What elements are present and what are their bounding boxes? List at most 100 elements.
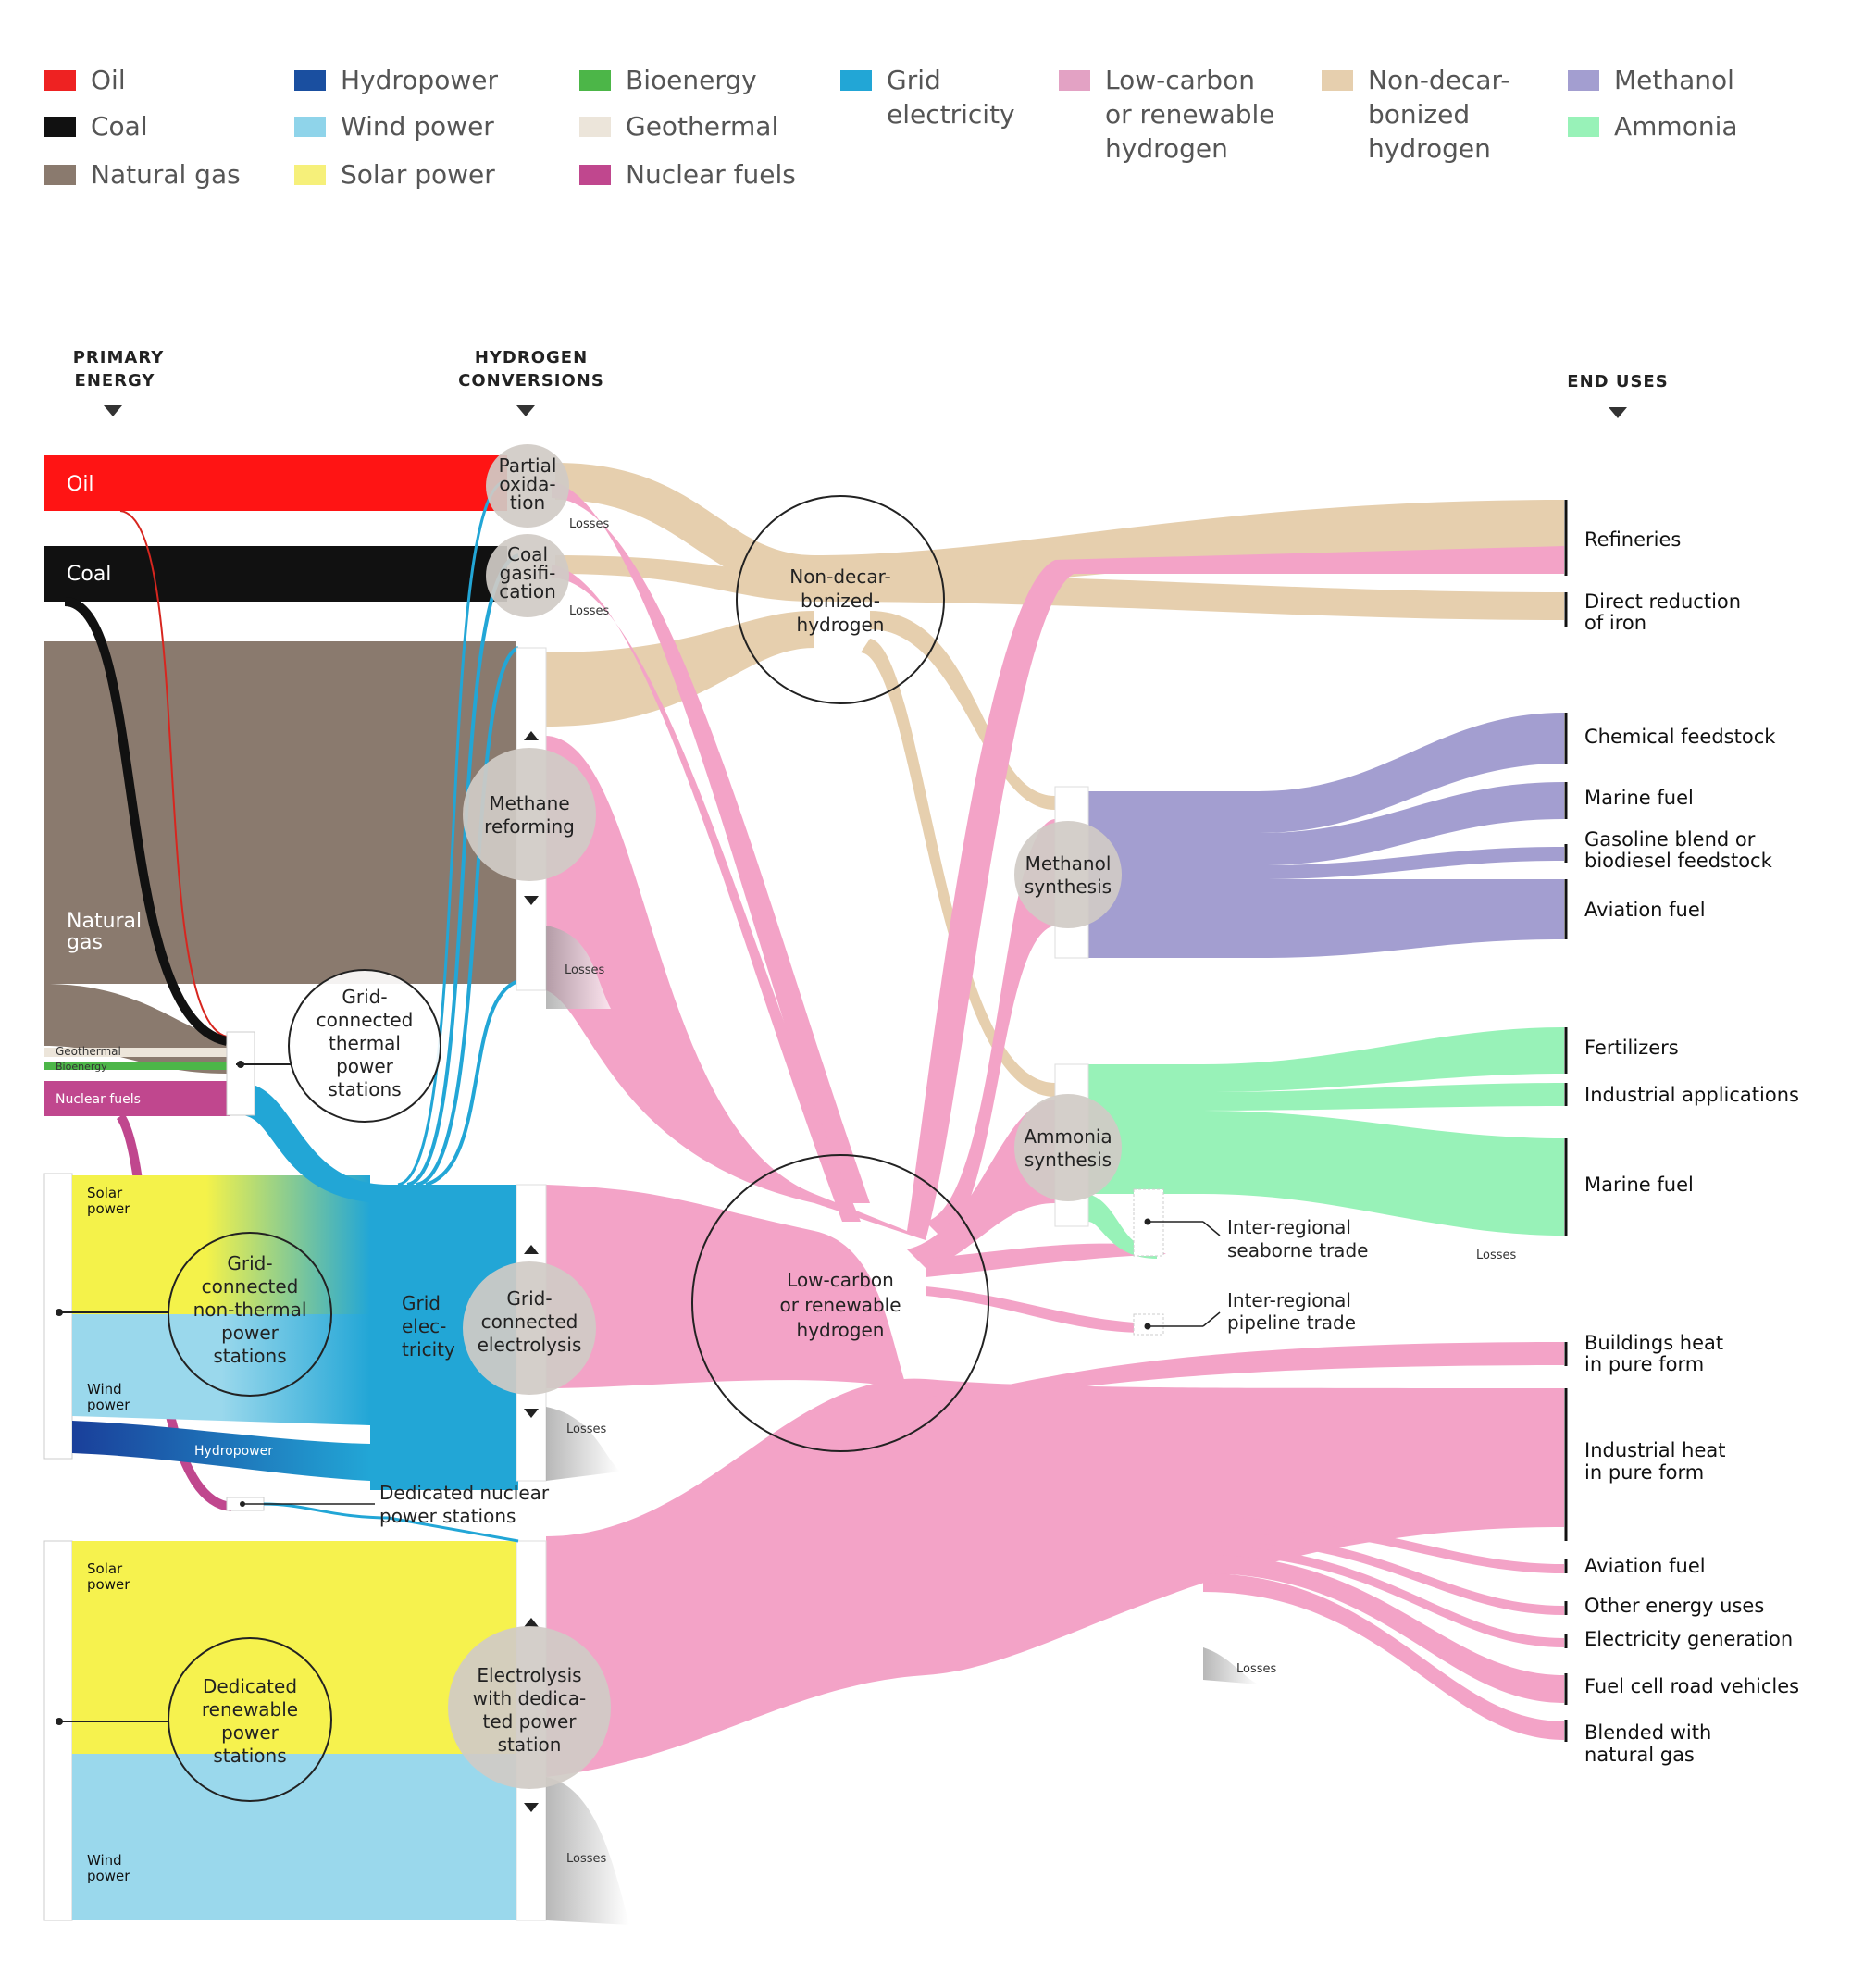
node-dedicated-renewable — [168, 1637, 332, 1802]
node-label: stations — [328, 1078, 401, 1100]
header-primary-energy: PRIMARY ENERGY — [73, 348, 163, 416]
end-use-label: biodiesel feedstock — [1584, 850, 1773, 872]
connector-dot — [237, 1061, 244, 1068]
flow-grid-to-methane-2 — [425, 979, 519, 1187]
losses-label: Losses — [569, 517, 610, 531]
losses-label: Losses — [1236, 1662, 1277, 1676]
source-hydropower-label: Hydropower — [194, 1444, 273, 1459]
legend-swatch — [44, 70, 76, 91]
source-coal-label: Coal — [67, 563, 111, 586]
node-label: non-thermal — [193, 1298, 307, 1321]
legend-label: Wind power — [341, 111, 494, 142]
source-wind-block-2 — [72, 1754, 518, 1920]
node-label: reforming — [484, 815, 575, 838]
flow-to-seaborne — [926, 1243, 1166, 1277]
legend-swatch — [294, 117, 326, 137]
node-label: Dedicated nuclear — [379, 1482, 550, 1504]
node-label: with dedica- — [473, 1687, 587, 1709]
node-label: cation — [499, 580, 556, 603]
header-line: ENERGY — [75, 371, 155, 391]
connector-dot — [240, 1501, 245, 1507]
legend-item-nuclear-fuels: Nuclear fuels — [579, 157, 796, 192]
end-use-label: Fertilizers — [1584, 1037, 1679, 1059]
node-label: Grid- — [227, 1252, 272, 1274]
node-label: ted power — [482, 1710, 577, 1733]
node-coal-gasification — [486, 534, 569, 617]
flow-electrolysis-dedicated-pink — [546, 1378, 1564, 1777]
legend-swatch — [840, 70, 872, 91]
legend-label: Methanol — [1614, 65, 1734, 95]
flow-marine-fuel-methanol — [1088, 782, 1564, 865]
source-hydropower-block — [72, 1421, 370, 1481]
source-wind-label: Wind — [87, 1852, 122, 1869]
arrow-up-icon — [524, 1245, 539, 1254]
arrow-up-icon — [524, 1618, 539, 1627]
node-label: hydrogen — [797, 1319, 885, 1341]
losses-methane — [546, 926, 611, 1009]
flow-aviation-methanol — [1088, 879, 1564, 958]
flow-gasoline-blend — [1088, 847, 1564, 879]
legend-swatch — [294, 165, 326, 185]
source-oil-bar — [44, 455, 507, 511]
grid-electricity-label: elec- — [402, 1315, 446, 1337]
flow-blended-gas — [1203, 1573, 1564, 1740]
source-geothermal-label: Geothermal — [56, 1045, 121, 1058]
legend-label: Natural gas — [91, 159, 241, 190]
end-use-label: Direct reduction — [1584, 590, 1741, 613]
legend-label: Bioenergy — [626, 65, 757, 95]
end-use-label: in pure form — [1584, 1353, 1704, 1375]
node-label: Grid- — [342, 986, 387, 1008]
flow-to-methanol-pink — [926, 819, 1055, 1240]
end-use-label: Electricity generation — [1584, 1628, 1793, 1650]
node-label: Methanol — [1025, 852, 1112, 875]
node-methane-reforming — [463, 748, 596, 881]
grid-electricity-label: Grid — [402, 1292, 441, 1314]
flow-to-seaborne-green — [1088, 1194, 1157, 1259]
flow-fertilizers — [1088, 1027, 1564, 1092]
source-wind-label: power — [87, 1868, 130, 1884]
end-use-label: Marine fuel — [1584, 1174, 1694, 1196]
header-line: CONVERSIONS — [458, 371, 604, 391]
source-wind-label: power — [87, 1397, 130, 1413]
node-label: pipeline trade — [1227, 1311, 1356, 1334]
end-uses: Refineries Direct reduction of iron Chem… — [1564, 500, 1799, 1766]
connector-dot — [1144, 1323, 1151, 1330]
thermal-bracket — [226, 1031, 255, 1116]
flow-thermal-to-grid — [241, 1083, 389, 1203]
end-use-label: Industrial applications — [1584, 1084, 1799, 1106]
grid-electricity-label: tricity — [402, 1338, 455, 1361]
flow-partial-oxidation — [555, 463, 1564, 592]
node-label: stations — [213, 1745, 286, 1767]
connector-line — [1202, 1221, 1221, 1236]
node-label: Inter-regional — [1227, 1216, 1351, 1238]
end-use-label: Gasoline blend or — [1584, 828, 1756, 851]
non-thermal-bracket — [43, 1173, 73, 1460]
node-label: oxida- — [499, 473, 555, 495]
arrow-down-icon — [104, 405, 122, 416]
connector-line — [1202, 1311, 1221, 1327]
node-label: gasifi- — [500, 562, 556, 584]
node-label: power — [221, 1322, 280, 1344]
node-label: tion — [510, 491, 545, 514]
losses-grid-electrolysis — [546, 1407, 620, 1481]
legend-item-natural-gas: Natural gas — [44, 157, 241, 192]
node-label: stations — [213, 1345, 286, 1367]
legend-label: Non-decar- bonized hydrogen — [1368, 65, 1510, 164]
end-use-label: Fuel cell road vehicles — [1584, 1675, 1799, 1697]
flow-coal-to-thermal — [64, 597, 229, 1046]
node-label: connected — [317, 1009, 414, 1031]
legend-item-ammonia: Ammonia — [1568, 109, 1738, 143]
legend-item-non-decarbonized-hydrogen: Non-decar- bonized hydrogen — [1322, 63, 1509, 166]
node-label: renewable — [202, 1698, 298, 1721]
source-solar-label: power — [87, 1576, 130, 1593]
node-label: Electrolysis — [477, 1664, 581, 1686]
legend-swatch — [579, 70, 611, 91]
legend-label: Nuclear fuels — [626, 159, 796, 190]
node-label: connected — [202, 1275, 299, 1298]
source-coal-bar — [44, 546, 507, 602]
node-partial-oxidation — [486, 444, 569, 528]
flow-electricity-generation — [1203, 1546, 1564, 1647]
node-non-decarbonized — [736, 495, 945, 704]
source-solar-block-1 — [72, 1175, 370, 1314]
